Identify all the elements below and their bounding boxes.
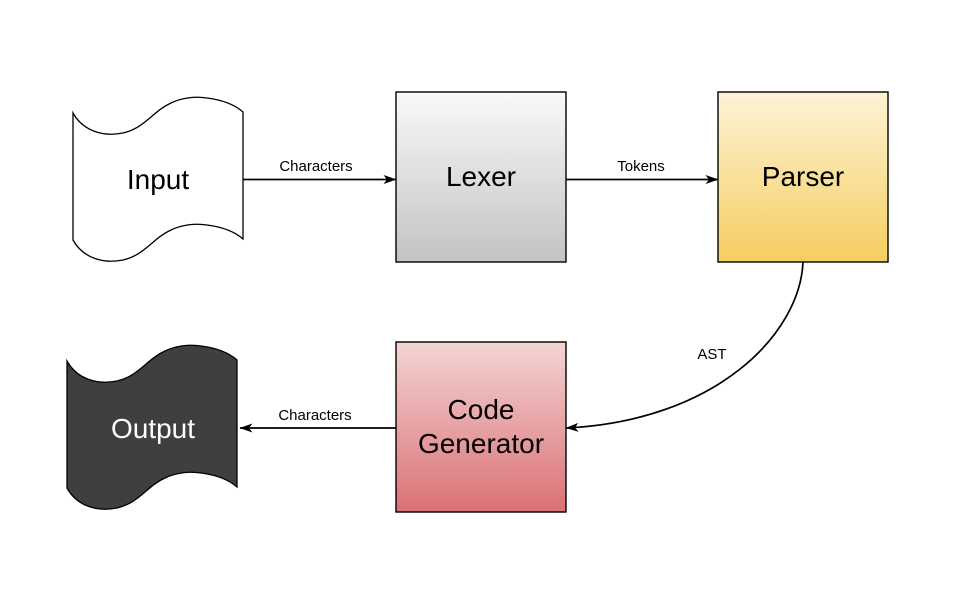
node-lexer-shape	[395, 91, 567, 263]
node-output-shape	[66, 344, 238, 510]
node-label-lexer: Lexer	[445, 161, 517, 192]
edge-label-ast: AST	[697, 346, 727, 363]
node-label-input: Input	[126, 164, 190, 195]
edge-label-characters-codegen-output: Characters	[278, 407, 352, 424]
edge-parser-to-code-generator	[565, 261, 804, 432]
node-input-shape	[72, 96, 244, 262]
edge-label-tokens: Tokens	[617, 158, 665, 175]
node-code-generator-shape	[395, 341, 567, 513]
node-label-code-generator: Code Generator	[417, 394, 545, 459]
edge-label-characters-input-lexer: Characters	[279, 158, 353, 175]
node-label-output: Output	[110, 413, 196, 444]
node-label-parser: Parser	[761, 161, 845, 192]
